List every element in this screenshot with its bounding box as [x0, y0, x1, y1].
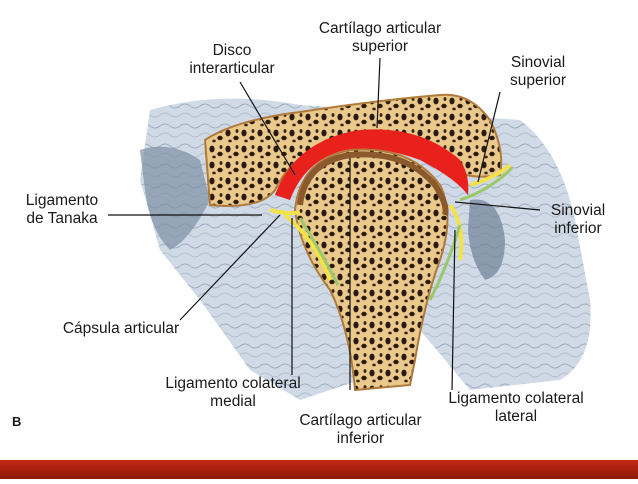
label-capsula: Cápsula articular — [62, 320, 180, 337]
articular-disc — [275, 129, 469, 200]
label-sinovial-inferior: Sinovial inferior — [550, 202, 606, 237]
leader-sinovial-inferior — [454, 201, 541, 211]
leader-capsula — [179, 214, 281, 321]
superior-synovial — [469, 163, 512, 187]
tissue-shadow-right — [468, 199, 505, 280]
tissue-shadow-left — [140, 146, 210, 250]
label-cartilago-inferior: Cartílago articular inferior — [299, 412, 422, 447]
bottom-bar — [0, 460, 638, 479]
medial-collateral-ligament — [283, 213, 332, 281]
label-disco: Disco interarticular — [189, 42, 275, 77]
label-colateral-medial: Ligamento colateral medial — [165, 375, 301, 410]
label-ligamento-tanaka: Ligamento de Tanaka — [25, 192, 99, 227]
mandibular-condyle — [293, 148, 449, 392]
label-sinovial-superior: Sinovial superior — [510, 54, 566, 89]
label-cartilago-superior: Cartílago articular superior — [318, 20, 442, 55]
condyle-cartilage — [297, 151, 449, 216]
leader-colateral-lateral — [451, 229, 456, 391]
medial-collateral-green — [298, 217, 340, 286]
inferior-synovial-left — [269, 208, 301, 216]
leader-disco — [239, 81, 296, 176]
leader-cartilago-superior — [376, 57, 381, 129]
leader-sinovial-superior — [477, 91, 501, 183]
capsule-green-right — [459, 166, 514, 202]
label-colateral-lateral: Ligamento colateral lateral — [448, 390, 584, 425]
lateral-collateral-ligament — [428, 224, 462, 301]
leader-lines — [108, 57, 541, 391]
figure-letter: B — [12, 414, 22, 429]
